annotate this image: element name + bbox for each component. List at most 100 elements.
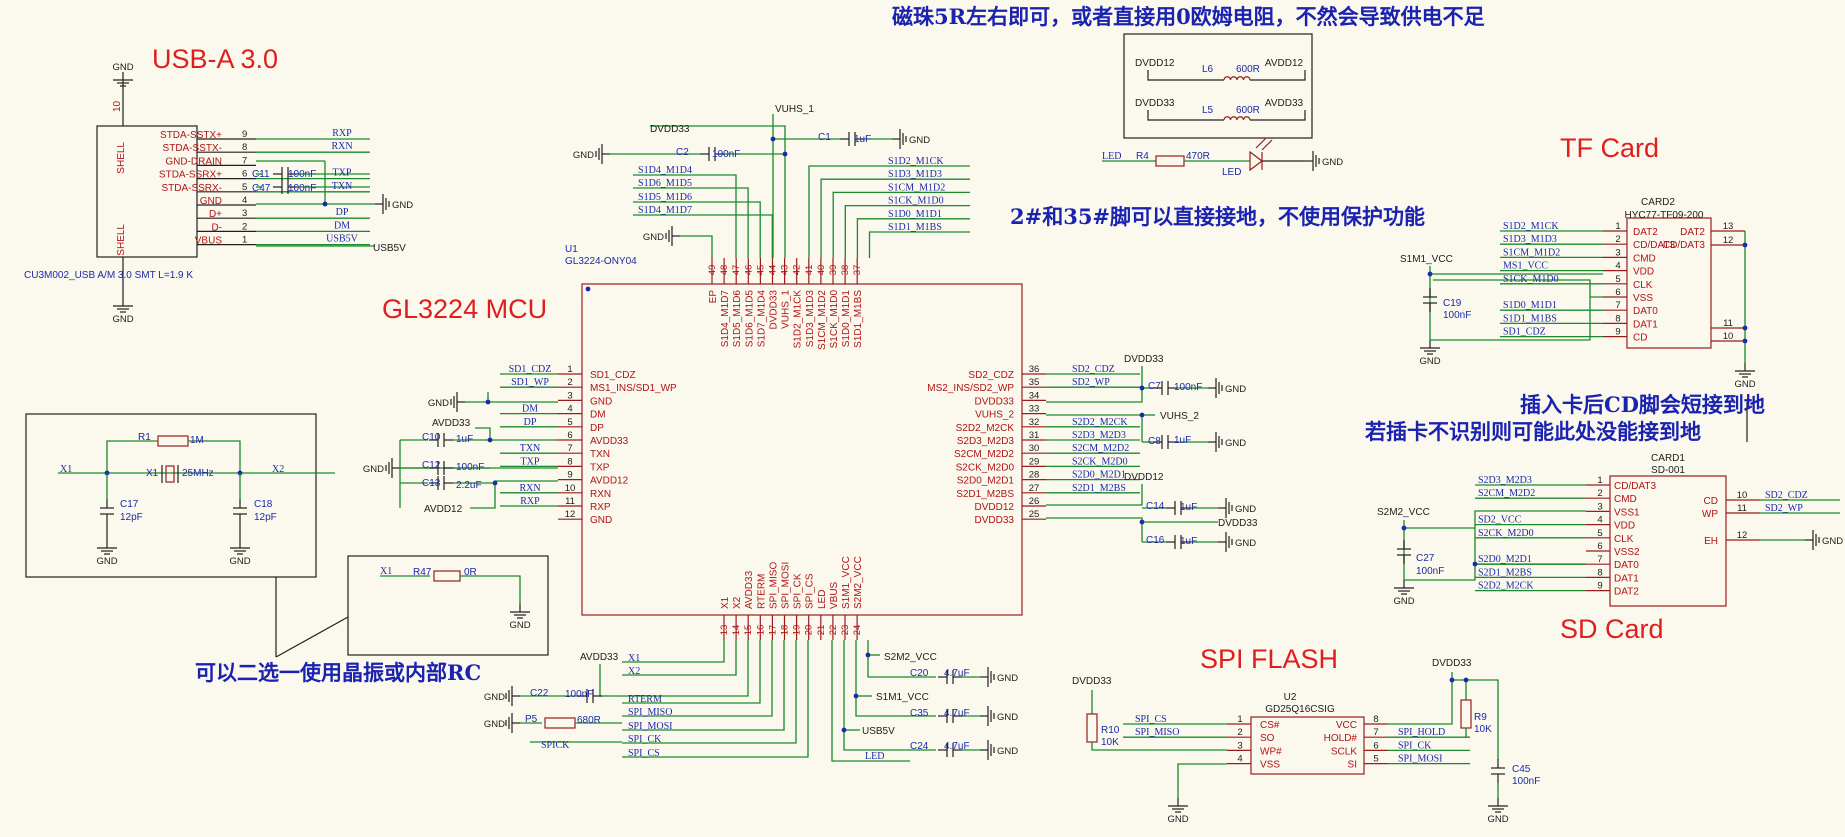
u1-net: S1CK_M1D0 — [888, 196, 944, 207]
u1-pin-name: S1M1_VCC — [841, 556, 852, 609]
cap-val: 100nF — [288, 169, 316, 180]
card2-net: MS1_VCC — [1503, 261, 1548, 272]
cap-ref: C7 — [1148, 381, 1161, 392]
usb-shell-label: SHELL — [116, 224, 127, 256]
wire — [1463, 677, 1469, 683]
wire — [868, 231, 970, 258]
card2-net: S1D0_M1D1 — [1503, 300, 1557, 311]
wire — [1139, 519, 1145, 525]
gnd-label: GND — [96, 556, 117, 567]
card2-net: SD1_CDZ — [1503, 327, 1546, 338]
sd-title: SD Card — [1560, 614, 1664, 644]
pin-num: 5 — [567, 417, 572, 428]
res-val: 1M — [190, 435, 204, 446]
gnd-label: GND — [1734, 379, 1755, 390]
u1-pin-name: DM — [590, 410, 606, 421]
u1-net: S1D1_M1BS — [888, 222, 942, 233]
pin-num: 37 — [852, 265, 863, 276]
wire — [865, 652, 871, 658]
usb-net-label: RXN — [331, 141, 352, 152]
card1-ref: CARD1 — [1651, 453, 1685, 464]
usb-net-label: USB5V — [326, 234, 358, 245]
net-dvdd12: DVDD12 — [1135, 58, 1175, 69]
u1-pin-name: S1D3_M1D3 — [805, 290, 816, 348]
net-vuhs1: VUHS_1 — [775, 104, 814, 115]
u2-ref: U2 — [1284, 692, 1297, 703]
spi-title: SPI FLASH — [1200, 644, 1338, 674]
wire — [622, 640, 797, 744]
wire — [844, 204, 970, 258]
pin-num: 8 — [242, 142, 247, 153]
gnd-label: GND — [428, 398, 449, 409]
card1-net: SD2_CDZ — [1765, 490, 1808, 501]
u2-pin-name: SO — [1260, 733, 1275, 744]
note-cd2: 若插卡不识别则可能此处没能接到地 — [1364, 419, 1701, 444]
xtal-ref: X1 — [146, 468, 159, 479]
card2-pin-name: DAT2 — [1633, 227, 1658, 238]
wire — [650, 125, 786, 258]
u1-pin-name: S2D1_M2BS — [956, 489, 1014, 500]
u2-pin-name: HOLD# — [1324, 733, 1358, 744]
cap-val: 1uF — [854, 134, 871, 145]
res-val: 10K — [1474, 724, 1492, 735]
pin-num: 15 — [743, 625, 754, 636]
pin-num: 32 — [1029, 417, 1040, 428]
wire — [1430, 297, 1591, 341]
u1-net: S2D1_M2BS — [1072, 483, 1126, 494]
cap-ref: C13 — [422, 478, 441, 489]
pin-num: 10 — [1737, 490, 1748, 501]
pin-num: 29 — [1029, 456, 1040, 467]
pin-num: 11 — [565, 496, 575, 507]
net-dvdd33: DVDD33 — [1218, 518, 1258, 529]
res-val: 10K — [1101, 737, 1119, 748]
gnd-label: GND — [997, 673, 1018, 684]
card1-net: S2D1_M2BS — [1478, 567, 1532, 578]
wire — [1433, 279, 1603, 298]
card2-pin-name: VDD — [1633, 267, 1654, 278]
cap-ref: C22 — [530, 688, 549, 699]
cap-ref: C19 — [1443, 298, 1462, 309]
cap-ref: C17 — [120, 499, 139, 510]
u1-pin-name: EP — [708, 290, 719, 304]
wire — [1242, 116, 1251, 121]
pin-num: 7 — [567, 443, 572, 454]
net-led: LED — [1102, 151, 1121, 162]
pin-num: 12 — [1737, 530, 1748, 541]
wire — [1236, 76, 1245, 81]
pin-num: 3 — [242, 208, 247, 219]
u1-pin-name: SPI_CS — [805, 573, 816, 609]
cap-ref: C18 — [254, 499, 273, 510]
pin-num: 7 — [242, 155, 247, 166]
net-vuhs2: VUHS_2 — [1160, 411, 1199, 422]
card1-net: SD2_VCC — [1478, 515, 1522, 526]
pin-num: 13 — [1723, 221, 1734, 232]
res-val: 680R — [577, 715, 601, 726]
gnd-label: GND — [997, 712, 1018, 723]
resistor-body — [1155, 155, 1185, 167]
pin-num: 1 — [1237, 714, 1242, 725]
pin-num: 49 — [707, 265, 718, 276]
wire — [622, 640, 761, 704]
note-bead: 磁珠5R左右即可，或者直接用0欧姆电阻，不然会导致供电不足 — [892, 4, 1485, 29]
pin-num: 14 — [731, 625, 742, 636]
u1-net: SPI_MISO — [628, 707, 672, 718]
pin-num: 6 — [1373, 740, 1378, 751]
gnd-label: GND — [363, 464, 384, 475]
res-ref: R47 — [413, 567, 432, 578]
u1-pin-name: AVDD33 — [590, 436, 629, 447]
res-val: 0R — [464, 567, 477, 578]
card1-net: S2CK_M2D0 — [1478, 528, 1534, 539]
wire — [1046, 484, 1143, 506]
card1-pin-name: DAT1 — [1614, 573, 1639, 584]
pin-num: 43 — [780, 265, 791, 276]
pin-num: 33 — [1029, 404, 1040, 415]
res-ref: P5 — [525, 714, 538, 725]
pin-num: 2 — [1237, 727, 1242, 738]
u1-net: S1D0_M1D1 — [888, 209, 942, 220]
u1-ref: U1 — [565, 244, 578, 255]
usb-net-label: TXN — [332, 181, 353, 192]
u1-net: S1D3_M1D3 — [888, 169, 942, 180]
card1-pin-name: DAT0 — [1614, 560, 1639, 571]
note-cd1: 插入卡后CD脚会短接到地 — [1520, 392, 1765, 417]
wire — [475, 427, 558, 441]
